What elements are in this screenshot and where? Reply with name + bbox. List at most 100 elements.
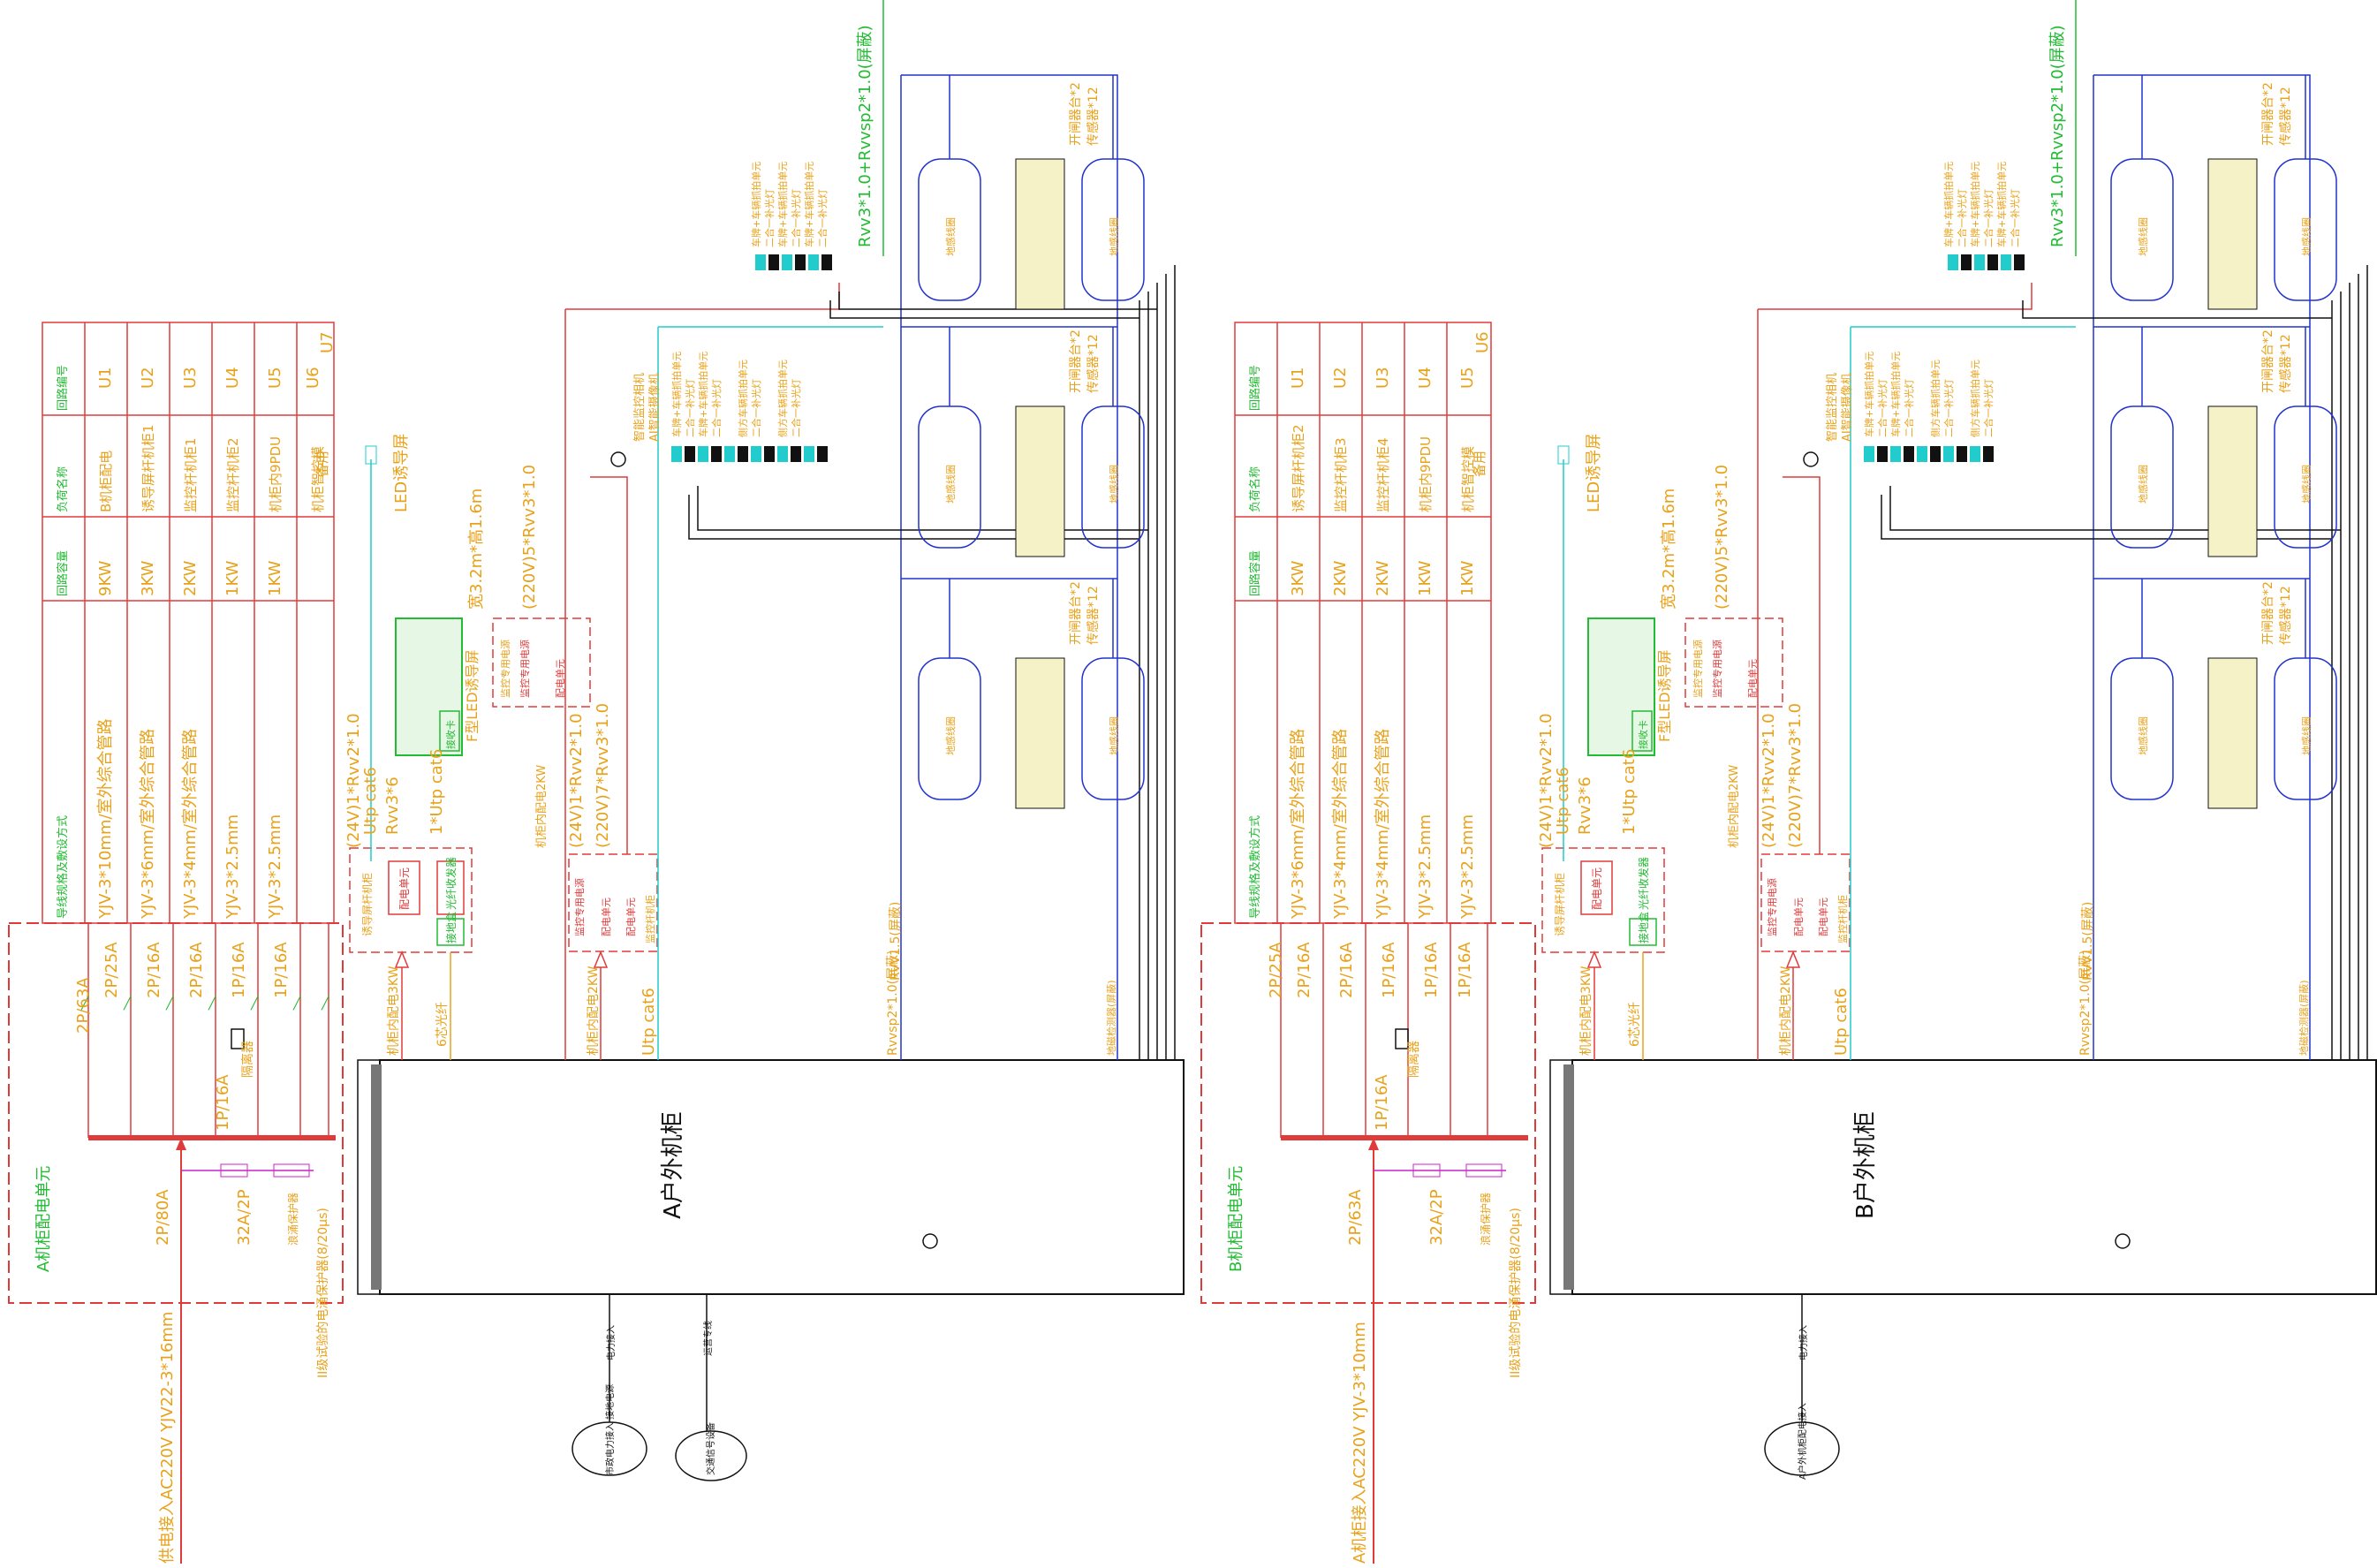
table-b-power-5: 1KW (1458, 560, 1477, 596)
spd-a-rating: II级试验的电涌保护器(8/20µs) (316, 1208, 330, 1378)
top-box-b-title: 监控专用电源 (1692, 640, 1704, 698)
led-b-size: 宽3.2m*高1.6m (1660, 489, 1678, 610)
load-table (42, 322, 335, 924)
table-b-circuit-4: U4 (1416, 367, 1435, 389)
table-b-header-cable: 导线规格及敷设方式 (1248, 815, 1262, 919)
table-b-power-2: 2KW (1331, 560, 1350, 596)
loop-b-4: 地感线圈 (2300, 465, 2313, 504)
table-b-cable-4: YJV-3*2.5mm (1416, 814, 1435, 920)
breaker-b-3: 2P/16A (1337, 942, 1356, 998)
svg-text:╱: ╱ (80, 996, 90, 1011)
guide-box-a-item-2: 光纤收发器 (444, 857, 458, 910)
guide-box-a-title: 诱导屏杆机柜 (361, 873, 374, 936)
guide-cable-b-4: 1*Utp cat6 (1620, 749, 1639, 835)
table-b-cable-1: YJV-3*6mm/室外综合管路 (1289, 729, 1307, 920)
light2-a-3: 车牌+车辆抓拍单元 (697, 352, 709, 437)
load-table-b (1234, 322, 1492, 924)
table-a-load-3: 监控杆机柜1 (183, 437, 199, 512)
top-cable-b: (220V)5*Rvv3*1.0 (1713, 465, 1731, 610)
table-a-circuit-5: U5 (266, 367, 284, 389)
loop-a-4: 地感线圈 (1108, 465, 1120, 504)
svg-text:╱: ╱ (250, 996, 260, 1011)
monitor-a-item-2: 配电单元 (601, 898, 612, 936)
light-b-1: 车牌+车辆抓拍单元 (1942, 162, 1955, 247)
monitor-power-b-label: 机柜内配电2KW (1727, 765, 1741, 848)
breaker-b-5: 1P/16A (1422, 942, 1441, 998)
sensor-b-1-1: 开闸器台*2 (2261, 82, 2275, 146)
breaker-b-6: 1P/16A (1456, 942, 1474, 998)
breaker-a-5: 1P/16A (214, 1074, 232, 1131)
table-a-header-circuit: 回路编号 (56, 365, 70, 411)
monitor-power-a-label: 机柜内配电2KW (534, 765, 549, 848)
monitor-power-b: 机柜内配电2KW (1779, 966, 1793, 1056)
table-a-circuit-7: U7 (318, 331, 337, 353)
led-a-size: 宽3.2m*高1.6m (467, 489, 486, 610)
svg-text:╱: ╱ (292, 996, 302, 1011)
monitor-b-title: 监控杆机柜 (1836, 895, 1849, 943)
supply-b: A机柜接入AC220V YJV-3*10mm (1351, 1322, 1369, 1564)
svg-text:╱: ╱ (123, 996, 132, 1011)
guide-cable-a-4: 1*Utp cat6 (428, 749, 446, 835)
table-a-power-3: 2KW (181, 560, 200, 596)
loop-b-6: 地感线圈 (2300, 716, 2313, 755)
guide-cabinet-box (349, 847, 473, 953)
guide-cable-b-3: Rvv3*6 (1576, 776, 1594, 835)
sensor-a-1-1: 开闸器台*2 (1069, 82, 1083, 146)
table-a-power-1: 9KW (96, 560, 115, 596)
loop-b-2: 地感线圈 (2300, 217, 2313, 256)
table-b-header-load: 负荷名称 (1248, 466, 1262, 512)
cabinet-a-frame (357, 1059, 1185, 1295)
monitor-a-item-1: 监控专用电源 (573, 878, 586, 936)
table-a-cable-1: YJV-3*10mm/室外综合管路 (96, 718, 115, 920)
monitor-a-item-3: 配电单元 (625, 898, 637, 936)
top-box-b-item-1: 监控专用电源 (1711, 640, 1723, 698)
table-a-cable-5: YJV-3*2.5mm (266, 814, 284, 920)
monitor-a-title: 监控杆机柜 (644, 895, 656, 943)
cabinet-b-body (1571, 1059, 2377, 1295)
rvv15-b: RVV1.5(屏蔽) (2081, 902, 2095, 981)
table-b-circuit-1: U1 (1289, 367, 1307, 389)
table-b-load-6: 备用 (1472, 451, 1488, 477)
table-a-load-7: 备用 (314, 451, 330, 477)
led-a-top: LED诱导屏 (392, 434, 411, 512)
top-cable-a: (220V)5*Rvv3*1.0 (520, 465, 539, 610)
table-a-load-4: 监控杆机柜2 (225, 437, 241, 512)
supply-arrow (176, 1138, 186, 1150)
light2-b-4: 二合一补光灯 (1903, 379, 1915, 437)
monitor-power-a: 机柜内配电2KW (587, 966, 601, 1056)
table-a-circuit-6: U6 (304, 367, 322, 389)
table-b-header-circuit: 回路编号 (1248, 365, 1262, 411)
guide-power-b: 机柜内配电3KW (1579, 966, 1593, 1056)
led-a-title: F型LED诱导屏 (464, 649, 481, 742)
light-b-6: 二合一补光灯 (2009, 189, 2021, 247)
led-screen-box (395, 617, 463, 756)
ground-b: 地磁检测器(屏蔽) (2298, 980, 2310, 1056)
led-b-title: F型LED诱导屏 (1656, 649, 1673, 742)
table-a-circuit-2: U2 (139, 367, 157, 389)
breaker-a-1: 2P/63A (74, 977, 93, 1034)
guide-box-b-item-2: 光纤收发器 (1637, 857, 1650, 910)
light2-a-6: 二合一补光灯 (750, 379, 762, 437)
light-a-4: 二合一补光灯 (790, 189, 802, 247)
fiber-b: 6芯光纤 (1628, 1002, 1642, 1047)
loop-a-2: 地感线圈 (1108, 217, 1120, 256)
led-receiver-icon (365, 445, 377, 465)
cabinet-a-vent (371, 1064, 382, 1290)
loop-b-5: 地感线圈 (2137, 716, 2149, 755)
loop-b-1: 地感线圈 (2137, 217, 2149, 256)
monitor-cable-b-2: (220V)7*Rvv3*1.0 (1786, 703, 1805, 848)
loop-a-1: 地感线圈 (944, 217, 957, 256)
sensor-a-2-2: 传感器*12 (1086, 334, 1101, 393)
cloud-b-1: A户外机柜配电接入 (1797, 1403, 1808, 1480)
table-a-power-5: 1KW (266, 560, 284, 596)
guide-box-b-title: 诱导屏杆机柜 (1554, 873, 1566, 936)
ground-a: 地磁检测器(屏蔽) (1105, 980, 1117, 1056)
spd-box-2 (273, 1163, 310, 1178)
top-box-a-item-1: 监控专用电源 (519, 640, 531, 698)
light-a-2: 二合一补光灯 (763, 189, 776, 247)
sensor-b-3-2: 传感器*12 (2278, 586, 2293, 645)
light-b-3: 车牌+车辆抓拍单元 (1969, 162, 1981, 247)
guide-cable-a-1: (24V)1*Rvv2*1.0 (344, 713, 363, 848)
table-a-header-cable: 导线规格及敷设方式 (56, 815, 70, 919)
